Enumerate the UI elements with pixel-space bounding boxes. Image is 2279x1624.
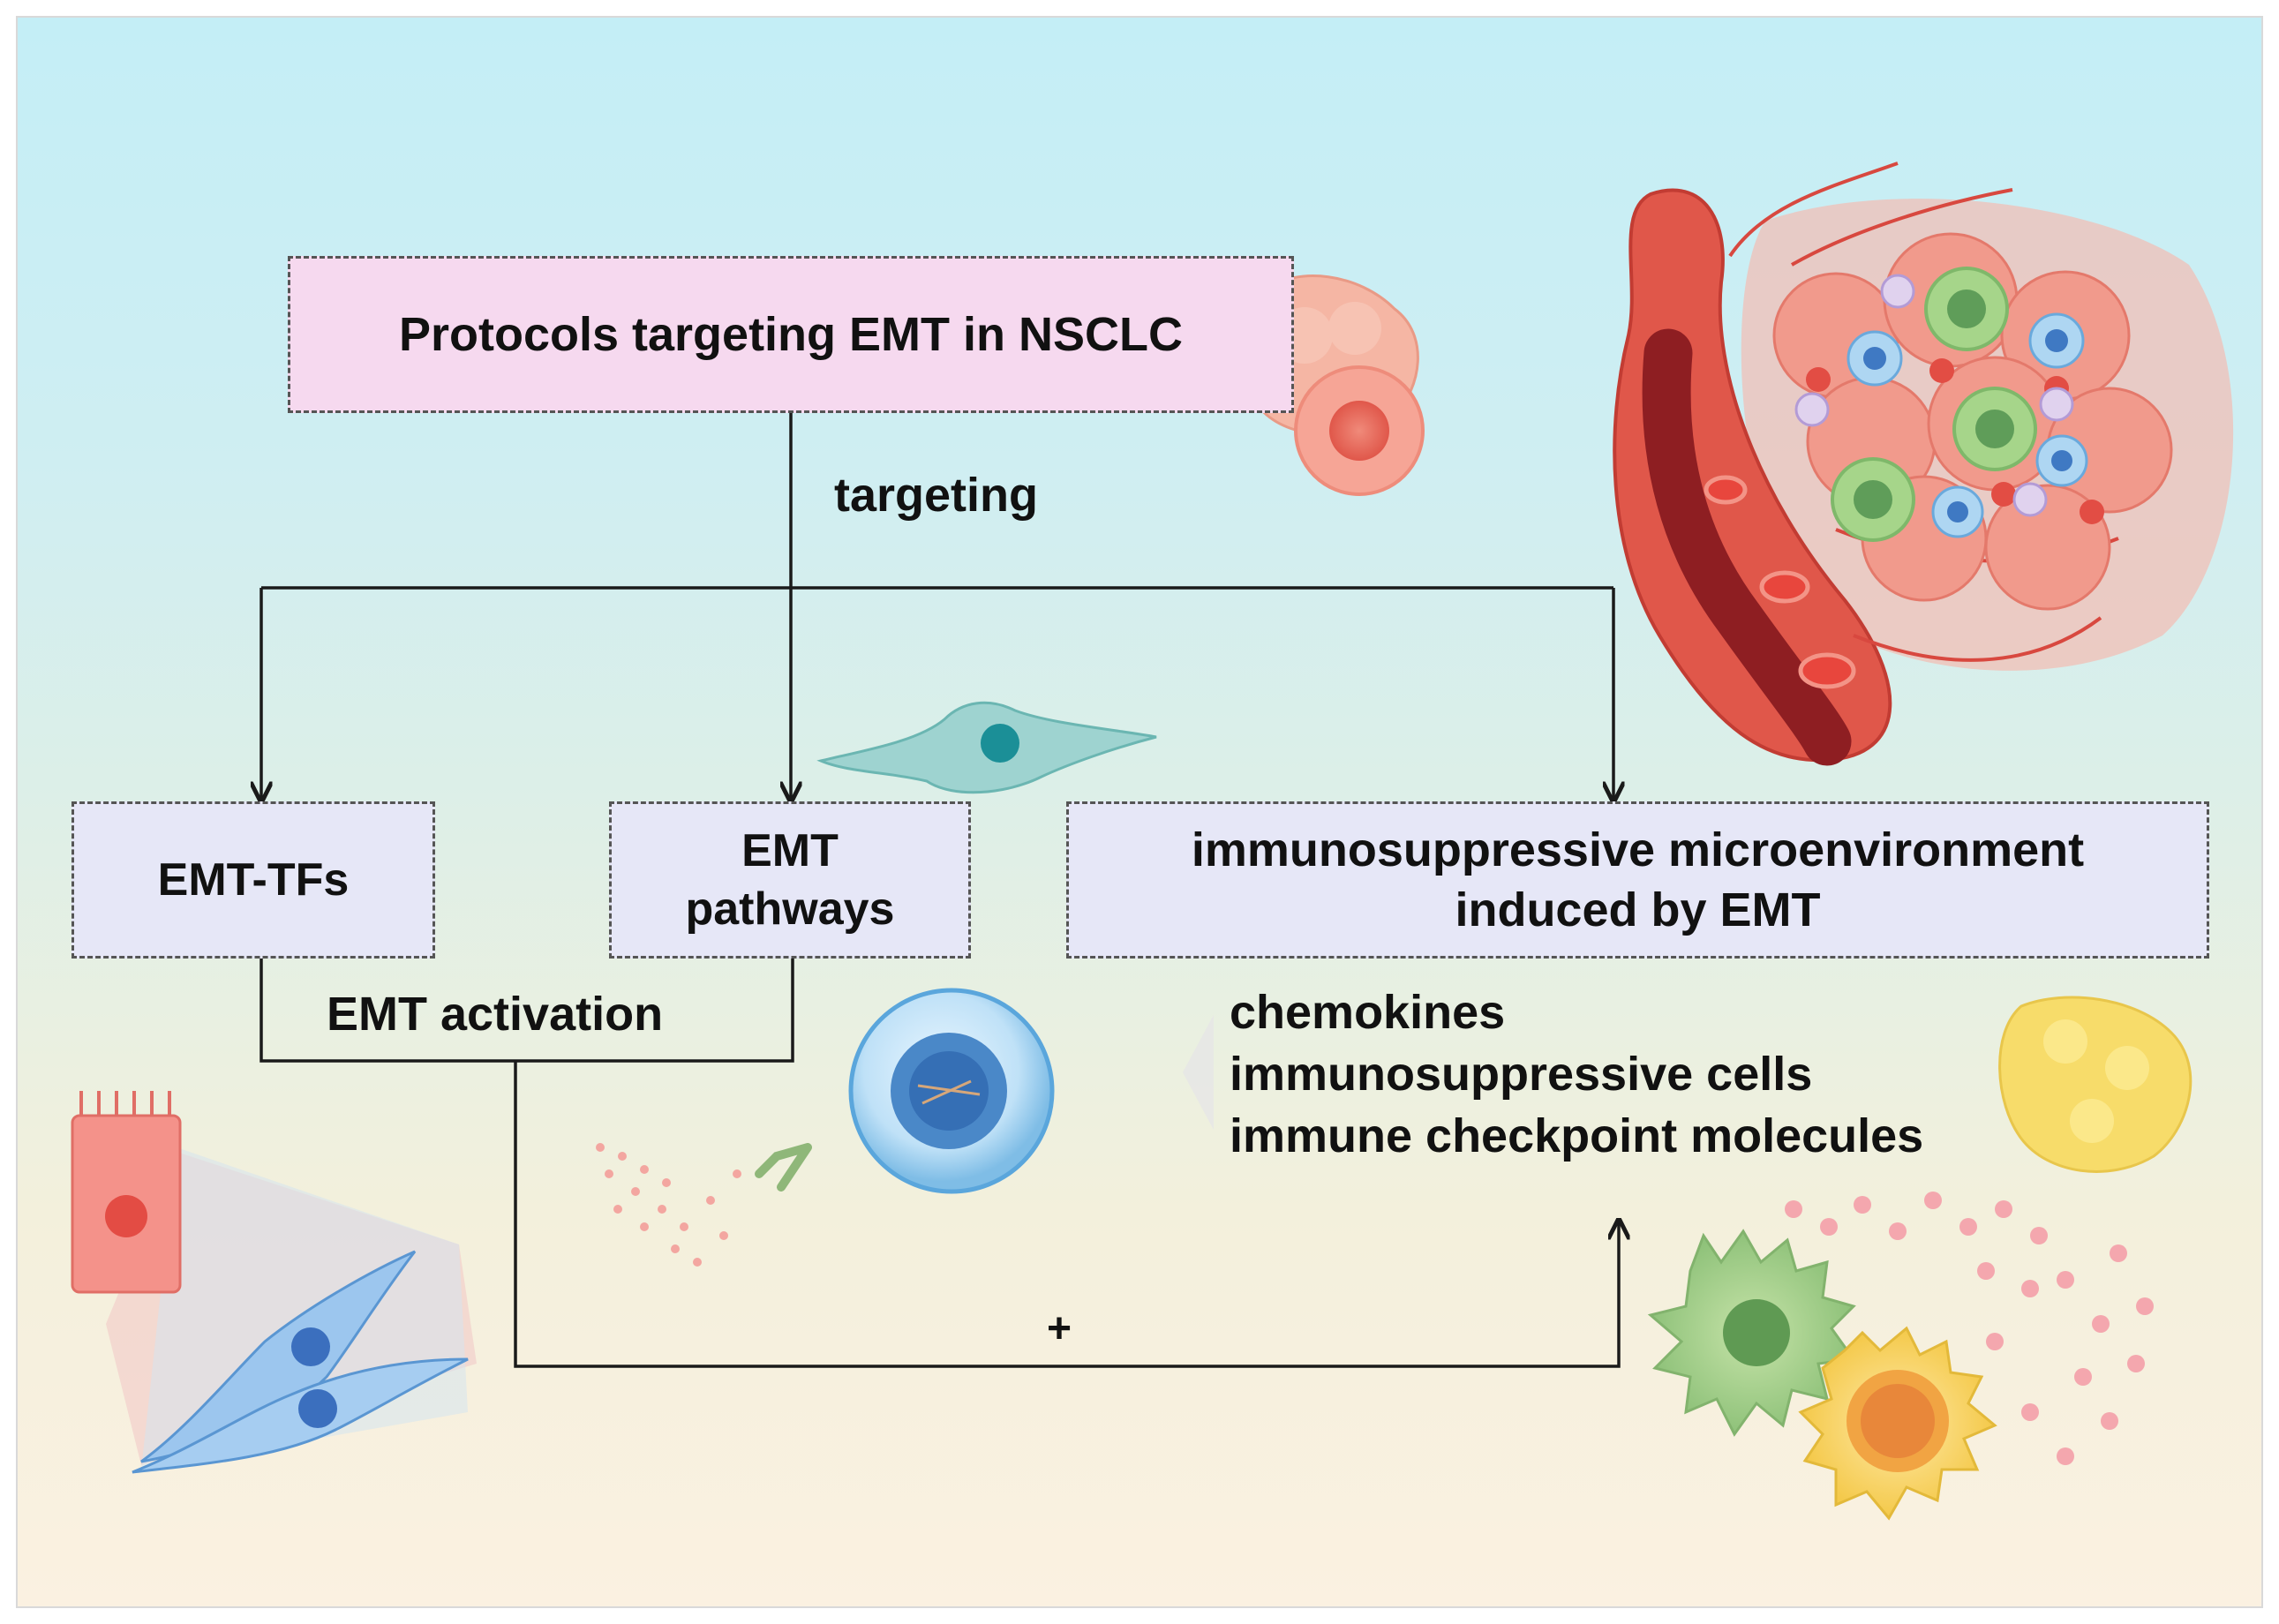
mesenchymal-cell-icon — [816, 701, 1157, 794]
blood-vessel-tumor-icon — [1613, 162, 2234, 766]
emt-activation-label: EMT activation — [327, 988, 664, 1041]
immunosuppressive-line1: immunosuppressive microenvironment — [1191, 823, 2085, 876]
protocols-box-label: Protocols targeting EMT in NSCLC — [398, 308, 1184, 361]
plus-label: + — [1047, 1305, 1072, 1352]
yellow-cell-cluster-icon — [1998, 996, 2193, 1173]
targeting-label: targeting — [834, 469, 1039, 522]
immunosuppressive-line2: induced by EMT — [1455, 883, 1821, 936]
t-cell-icon — [596, 988, 1055, 1267]
feature-list: chemokines immunosuppressive cells immun… — [1230, 981, 1923, 1167]
emt-tfs-label: EMT-TFs — [157, 854, 350, 906]
immunosuppressive-box: immunosuppressive microenvironment induc… — [1066, 801, 2209, 959]
emt-transition-icon — [71, 1091, 477, 1474]
emt-pathways-line2: pathways — [685, 883, 895, 935]
emt-tfs-box: EMT-TFs — [71, 801, 435, 959]
list-pointer-shape — [1183, 1015, 1214, 1130]
emt-pathways-line1: EMT — [741, 825, 839, 876]
emt-pathways-box: EMT pathways — [609, 801, 971, 959]
connector-lines — [261, 413, 1619, 1368]
feature-item: chemokines — [1230, 986, 1506, 1039]
feature-item: immune checkpoint molecules — [1230, 1109, 1924, 1162]
protocols-box: Protocols targeting EMT in NSCLC — [288, 256, 1294, 413]
feature-item: immunosuppressive cells — [1230, 1048, 1813, 1101]
immune-cells-icon — [1647, 1192, 2154, 1521]
